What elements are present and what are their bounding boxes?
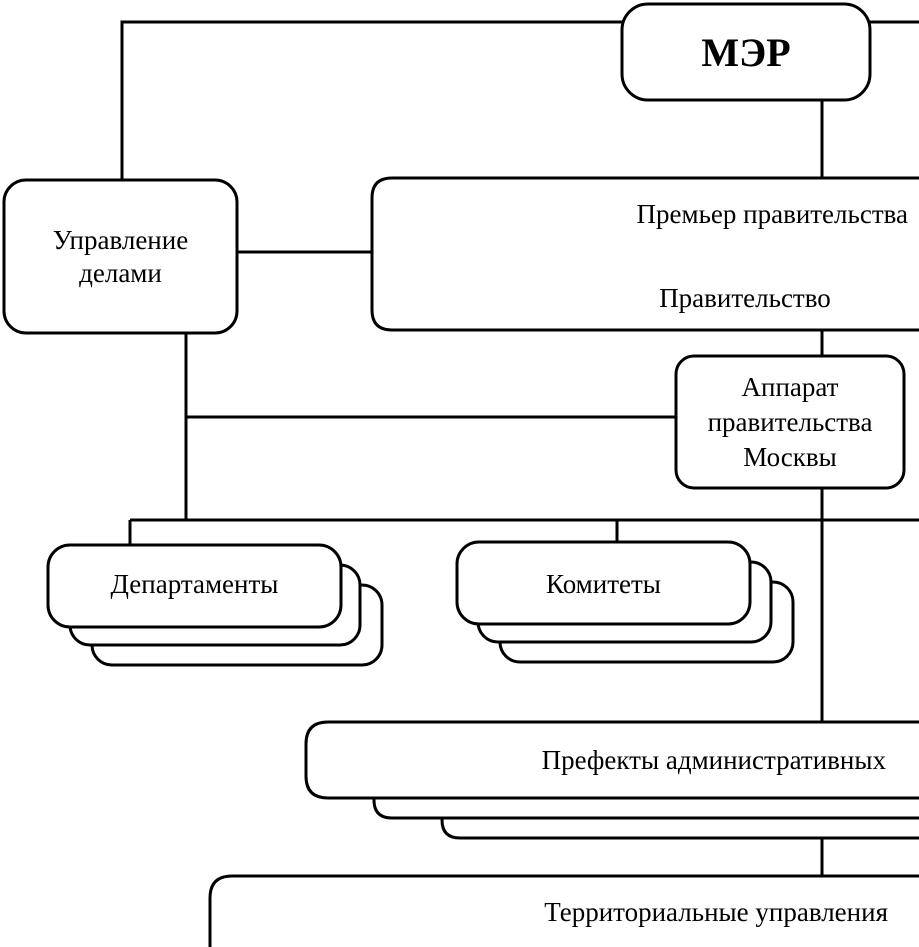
- prefekty-label: Префекты административных: [541, 744, 886, 775]
- mer-label: МЭР: [701, 29, 791, 75]
- territorialnye-label: Территориальные управления: [544, 896, 888, 927]
- connector-mer-to-upravlenie: [120, 20, 622, 180]
- premier-label: Премьер правительства: [636, 198, 908, 229]
- upravlenie-delami-box: [2, 178, 239, 335]
- departments-box-front: [46, 543, 343, 629]
- pravitelstvo-label: Правительство: [659, 282, 831, 313]
- prefects-box-front: [304, 720, 919, 800]
- komitety-label: Комитеты: [546, 568, 661, 599]
- government-box: [370, 176, 919, 332]
- apparat-label: Аппарат правительства Москвы: [707, 371, 873, 472]
- upravlenie-delami-label: Управление делами: [52, 224, 189, 288]
- departamenty-label: Департаменты: [110, 568, 279, 599]
- committees-box-front: [455, 540, 752, 626]
- territorial-box: [208, 874, 919, 947]
- apparat-box: [674, 354, 906, 490]
- mer-box: [620, 2, 872, 102]
